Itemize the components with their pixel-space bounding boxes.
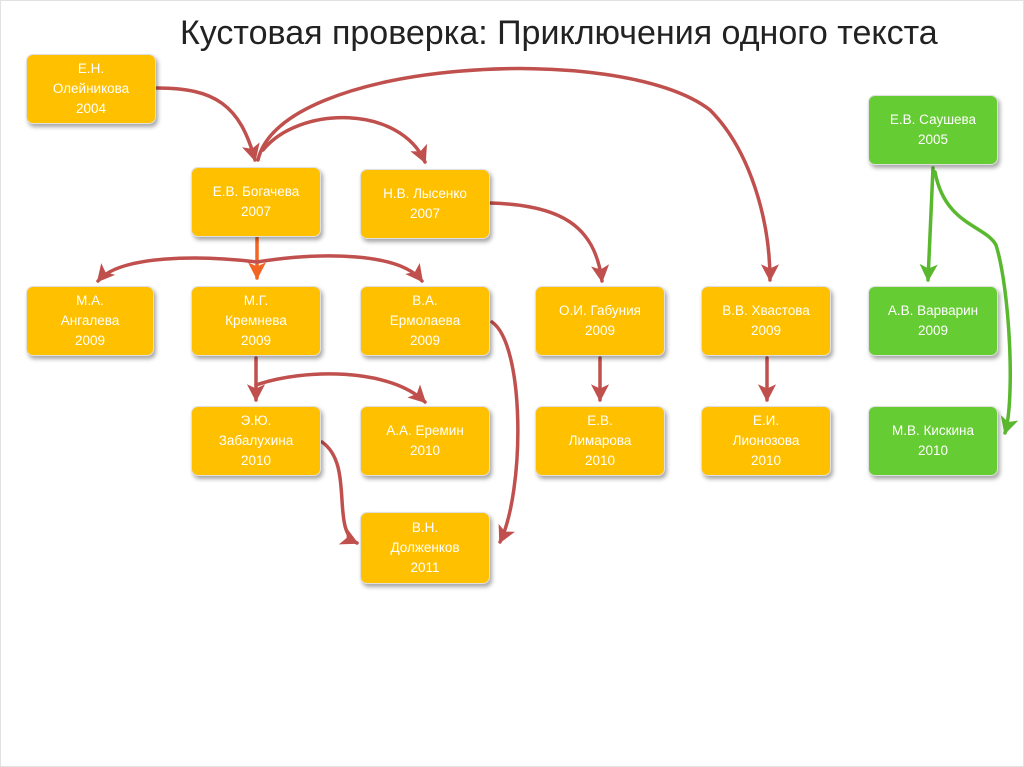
node-gabuniya-line-1: О.И. Габуния [558,303,641,318]
node-khvastova-line-1: В.В. Хвастова [722,303,810,318]
node-varvarin-line-1: А.В. Варварин [887,303,979,318]
node-ermolaeva-line-3: 2009 [409,333,441,348]
arrow-sausheva-kiskina [933,170,1019,435]
node-kremneva-line-3: 2009 [240,333,272,348]
node-eremin: А.А. Еремин 2010 [360,406,490,476]
node-oleynikova-line-1: Е.Н. [77,61,105,76]
node-bogacheva: Е.В. Богачева 2007 [191,167,321,237]
node-sausheva: Е.В. Саушева 2005 [868,95,998,165]
node-zabaluhina-line-3: 2010 [240,453,272,468]
arrow-lysenko-gabuniya [488,201,610,283]
node-angaleva: М.А. Ангалева 2009 [26,286,154,356]
node-bogacheva-line-1: Е.В. Богачева [212,184,300,199]
arrow-ermolaeva-dolzhenkov [490,320,520,544]
node-oleynikova-line-2: Олейникова [52,81,130,96]
node-kiskina-line-1: М.В. Кискина [891,423,975,438]
arrow-bogacheva-ermolaeva [255,254,424,283]
node-oleynikova-line-3: 2004 [75,101,107,116]
node-lysenko-line-2: 2007 [409,206,441,221]
arrow-oleynikova-bogacheva [155,86,260,162]
node-zabaluhina: Э.Ю. Забалухина 2010 [191,406,321,476]
node-limarova-line-1: Е.В. [587,413,613,428]
node-dolzhenkov-line-1: В.Н. [411,520,439,535]
arrow-zabaluhina-dolzhenkov [320,440,359,545]
node-limarova-line-3: 2010 [584,453,616,468]
node-dolzhenkov: В.Н. Долженков 2011 [360,512,490,584]
node-ermolaeva-line-1: В.А. [412,293,438,308]
node-khvastova: В.В. Хвастова 2009 [701,286,831,356]
node-gabuniya-line-2: 2009 [584,323,616,338]
node-dolzhenkov-line-3: 2011 [410,560,440,575]
node-kremneva-line-2: Кремнева [225,313,287,328]
node-lionozova-line-2: Лионозова [732,433,800,448]
node-oleynikova: Е.Н. Олейникова 2004 [26,54,156,124]
node-lionozova-line-1: Е.И. [752,413,780,428]
node-khvastova-line-2: 2009 [750,323,782,338]
node-lysenko: Н.В. Лысенко 2007 [360,169,490,239]
node-bogacheva-line-2: 2007 [240,204,272,219]
node-kiskina: М.В. Кискина 2010 [868,406,998,476]
arrow-bogacheva-lysenko [261,115,427,164]
node-lysenko-line-1: Н.В. Лысенко [383,186,467,201]
node-lionozova-line-3: 2010 [750,453,782,468]
arrow-bogacheva-khvastova [256,66,780,282]
node-zabaluhina-line-2: Забалухина [218,433,294,448]
node-lionozova: Е.И. Лионозова 2010 [701,406,831,476]
node-angaleva-line-3: 2009 [74,333,106,348]
node-eremin-line-2: 2010 [409,443,441,458]
node-varvarin-line-2: 2009 [917,323,949,338]
node-eremin-line-1: А.А. Еремин [386,423,464,438]
node-zabaluhina-line-1: Э.Ю. [240,413,272,428]
node-sausheva-line-1: Е.В. Саушева [889,112,977,127]
node-sausheva-line-2: 2005 [917,132,949,147]
node-limarova-line-2: Лимарова [568,433,632,448]
node-limarova: Е.В. Лимарова 2010 [535,406,665,476]
arrow-kremneva-eremin [254,372,427,404]
node-kremneva: М.Г. Кремнева 2009 [191,286,321,356]
arrow-sausheva-varvarin [919,166,938,282]
node-kremneva-line-1: М.Г. [243,293,269,308]
arrow-bogacheva-angaleva [96,256,259,283]
node-dolzhenkov-line-2: Долженков [390,540,460,555]
node-ermolaeva-line-2: Ермолаева [389,313,461,328]
node-ermolaeva: В.А. Ермолаева 2009 [360,286,490,356]
node-varvarin: А.В. Варварин 2009 [868,286,998,356]
node-angaleva-line-2: Ангалева [60,313,120,328]
node-angaleva-line-1: М.А. [76,293,104,308]
node-gabuniya: О.И. Габуния 2009 [535,286,665,356]
slide-title: Кустовая проверка: Приключения одного те… [180,14,938,52]
node-kiskina-line-2: 2010 [917,443,949,458]
